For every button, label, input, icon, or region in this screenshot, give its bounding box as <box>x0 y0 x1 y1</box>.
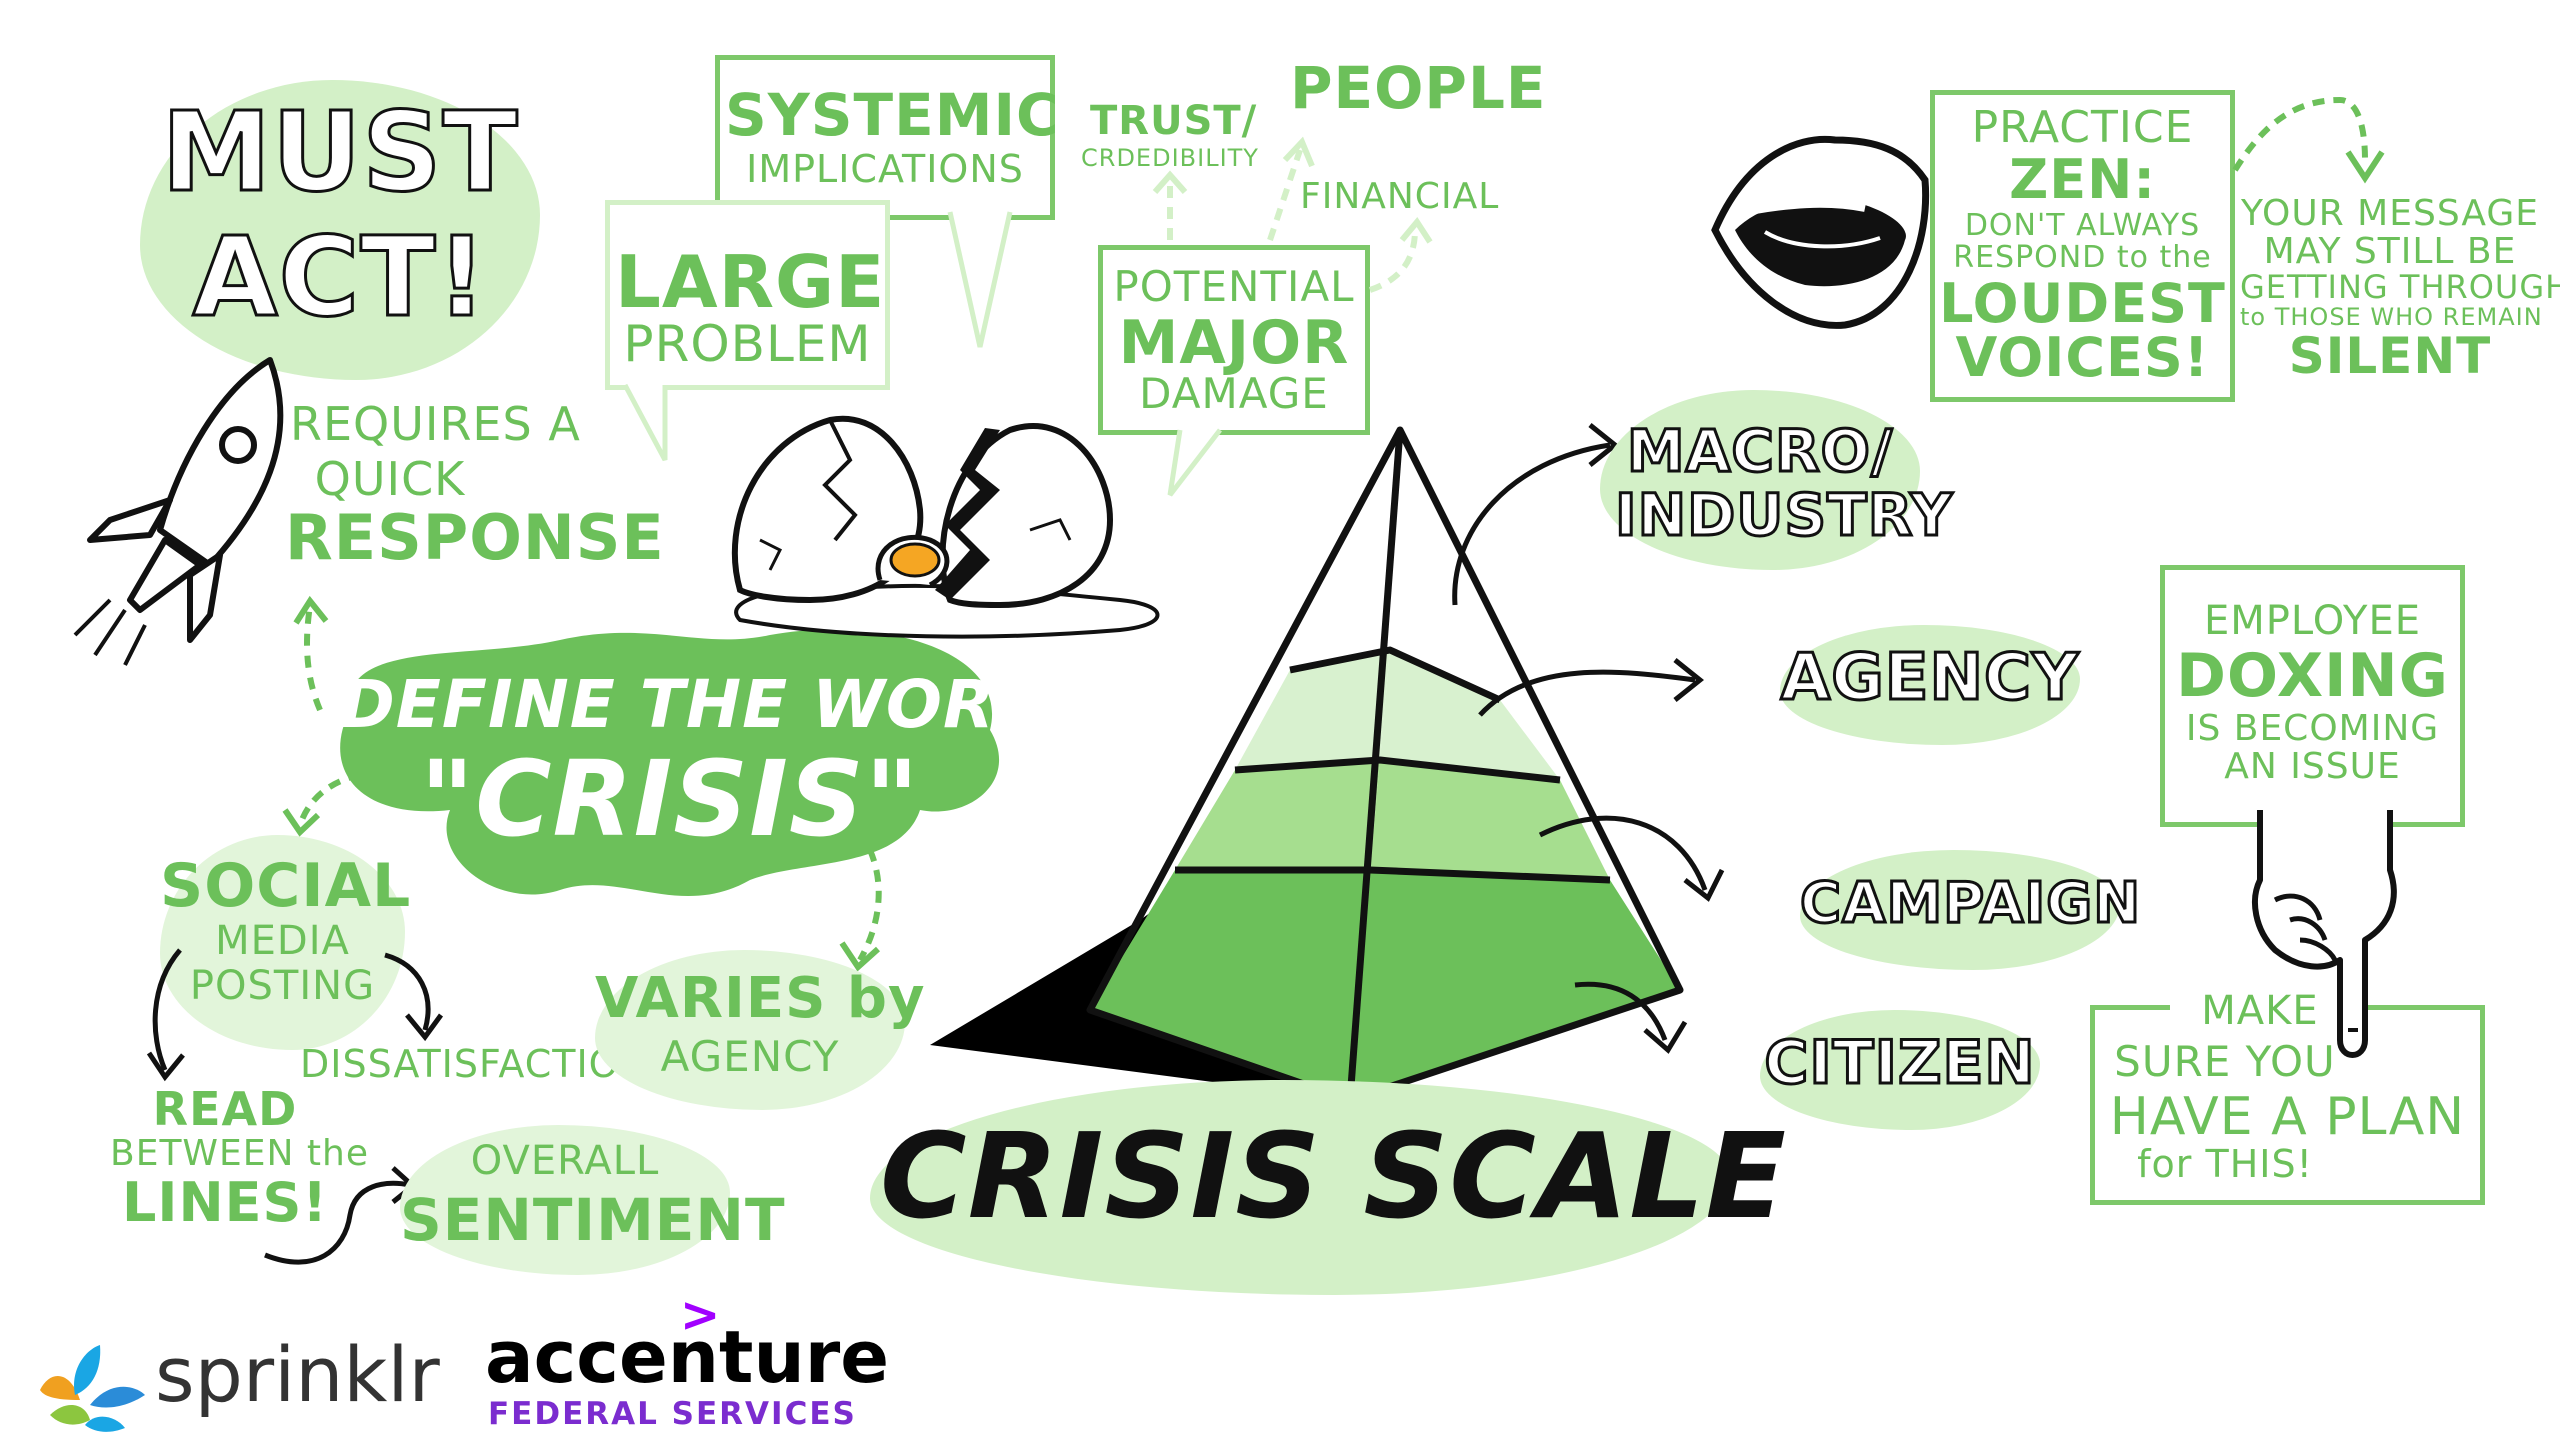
damage-financial: FINANCIAL <box>1300 176 1500 217</box>
silent-line3: GETTING THROUGH <box>2240 268 2560 306</box>
level-macro-bubble <box>1600 390 1920 570</box>
practice-zen-box <box>1930 90 2235 402</box>
define-crisis-line2: "CRISIS" <box>420 738 920 860</box>
silent-line1: YOUR MESSAGE <box>2241 193 2539 234</box>
damage-branch-arrows <box>1152 136 1433 293</box>
large-problem-tail <box>622 383 668 462</box>
read-line2: BETWEEN the <box>110 1133 369 1174</box>
level-campaign: CAMPAIGN <box>1799 871 2142 936</box>
level-campaign-bubble <box>1800 850 2120 970</box>
silent-line5: SILENT <box>2288 327 2492 385</box>
quick-response-line3: RESPONSE <box>285 501 665 574</box>
zen-line5: LOUDEST <box>1939 272 2226 335</box>
must-act-line2: ACT! <box>191 213 488 341</box>
accenture-subtitle: FEDERAL SERVICES <box>488 1396 857 1432</box>
level-agency-bubble <box>1780 625 2080 745</box>
plan-line1: MAKE <box>2170 990 2350 1032</box>
damage-people: PEOPLE <box>1290 54 1547 122</box>
sentiment-line2: SENTIMENT <box>400 1186 786 1254</box>
zen-line2: ZEN: <box>2009 148 2156 211</box>
doxing-line3: IS BECOMING <box>2185 708 2440 749</box>
plan-line3: HAVE A PLAN <box>2109 1087 2466 1147</box>
crisis-scale-title: CRISIS SCALE <box>880 1107 1788 1245</box>
zen-line1: PRACTICE <box>1971 102 2194 153</box>
rocket-icon <box>73 357 284 666</box>
level-citizen-bubble <box>1760 1010 2040 1130</box>
potential-damage-line2: MAJOR <box>1118 308 1350 378</box>
social-line1: SOCIAL <box>160 851 412 921</box>
accenture-logo-mark: > <box>680 1287 722 1343</box>
systemic-line2: IMPLICATIONS <box>746 147 1024 191</box>
accenture-logo-text: accenture <box>485 1315 890 1399</box>
define-to-social-arrow <box>282 772 361 837</box>
social-branch-arrows <box>146 948 444 1082</box>
trust-line2: CRDEDIBILITY <box>1081 144 1259 172</box>
potential-damage-line1: POTENTIAL <box>1113 262 1355 311</box>
potential-damage-tail <box>1167 428 1222 497</box>
potential-damage-line3: DAMAGE <box>1139 369 1329 418</box>
social-media-bubble <box>160 835 405 1050</box>
sentiment-line1: OVERALL <box>470 1138 660 1184</box>
quick-response-line1: REQUIRES A <box>290 397 581 451</box>
crisis-pyramid <box>930 426 1684 1104</box>
varies-bubble <box>595 950 905 1110</box>
doxing-line1: EMPLOYEE <box>2203 598 2422 644</box>
mouth-icon <box>1711 135 1930 329</box>
silent-line2: MAY STILL BE <box>2263 231 2517 272</box>
level-citizen: CITIZEN <box>1763 1028 2036 1098</box>
pointing-hand-icon <box>2252 810 2397 1058</box>
social-line3: POSTING <box>189 963 376 1009</box>
must-act-bubble <box>140 80 540 380</box>
define-crisis-blob <box>340 629 1000 897</box>
large-problem-line2: PROBLEM <box>623 315 872 373</box>
sprinklr-logo-text: sprinklr <box>155 1330 440 1419</box>
level-macro: MACRO/ INDUSTRY <box>1614 417 1954 549</box>
varies-line1: VARIES by <box>595 966 926 1031</box>
sprinklr-logo-icon <box>40 1345 145 1432</box>
systemic-box <box>715 55 1055 220</box>
cracked-egg-icon <box>731 415 1160 639</box>
read-line1: READ <box>152 1082 298 1136</box>
quick-response-line2: QUICK <box>314 452 466 506</box>
zen-line6: VOICES! <box>1955 326 2210 389</box>
systemic-tail <box>947 211 1013 348</box>
social-line2: MEDIA <box>215 918 350 964</box>
define-to-varies-arrow <box>839 848 882 972</box>
crisis-scale-bubble <box>870 1080 1730 1295</box>
silent-line4: to THOSE WHO REMAIN <box>2240 303 2543 331</box>
read-line3: LINES! <box>121 1171 329 1234</box>
must-act-line1: MUST <box>160 88 519 216</box>
plan-line2: SURE YOU <box>2114 1037 2336 1086</box>
zen-line3: DON'T ALWAYS <box>1964 208 2201 243</box>
doxing-line2: DOXING <box>2176 641 2449 711</box>
dissatisfaction-label: DISSATISFACTION <box>300 1042 649 1086</box>
potential-damage-box <box>1098 245 1370 435</box>
large-problem-line1: LARGE <box>615 240 886 324</box>
overall-sentiment-bubble <box>400 1125 730 1275</box>
make-plan-box <box>2090 1005 2485 1205</box>
doxing-line4: AN ISSUE <box>2224 746 2401 787</box>
level-agency: AGENCY <box>1779 641 2080 715</box>
arrow-to-quick-response <box>293 595 329 712</box>
plan-line4: for THIS! <box>2137 1142 2313 1186</box>
trust-line1: TRUST/ <box>1090 98 1258 144</box>
define-crisis-line1: DEFINE THE WORD <box>340 666 1051 743</box>
zen-to-silent-arrow <box>2232 96 2385 184</box>
systemic-line1: SYSTEMIC <box>725 81 1060 149</box>
zen-line4: RESPOND to the <box>1953 240 2212 275</box>
large-problem-box <box>605 200 890 390</box>
varies-line2: AGENCY <box>660 1032 840 1081</box>
